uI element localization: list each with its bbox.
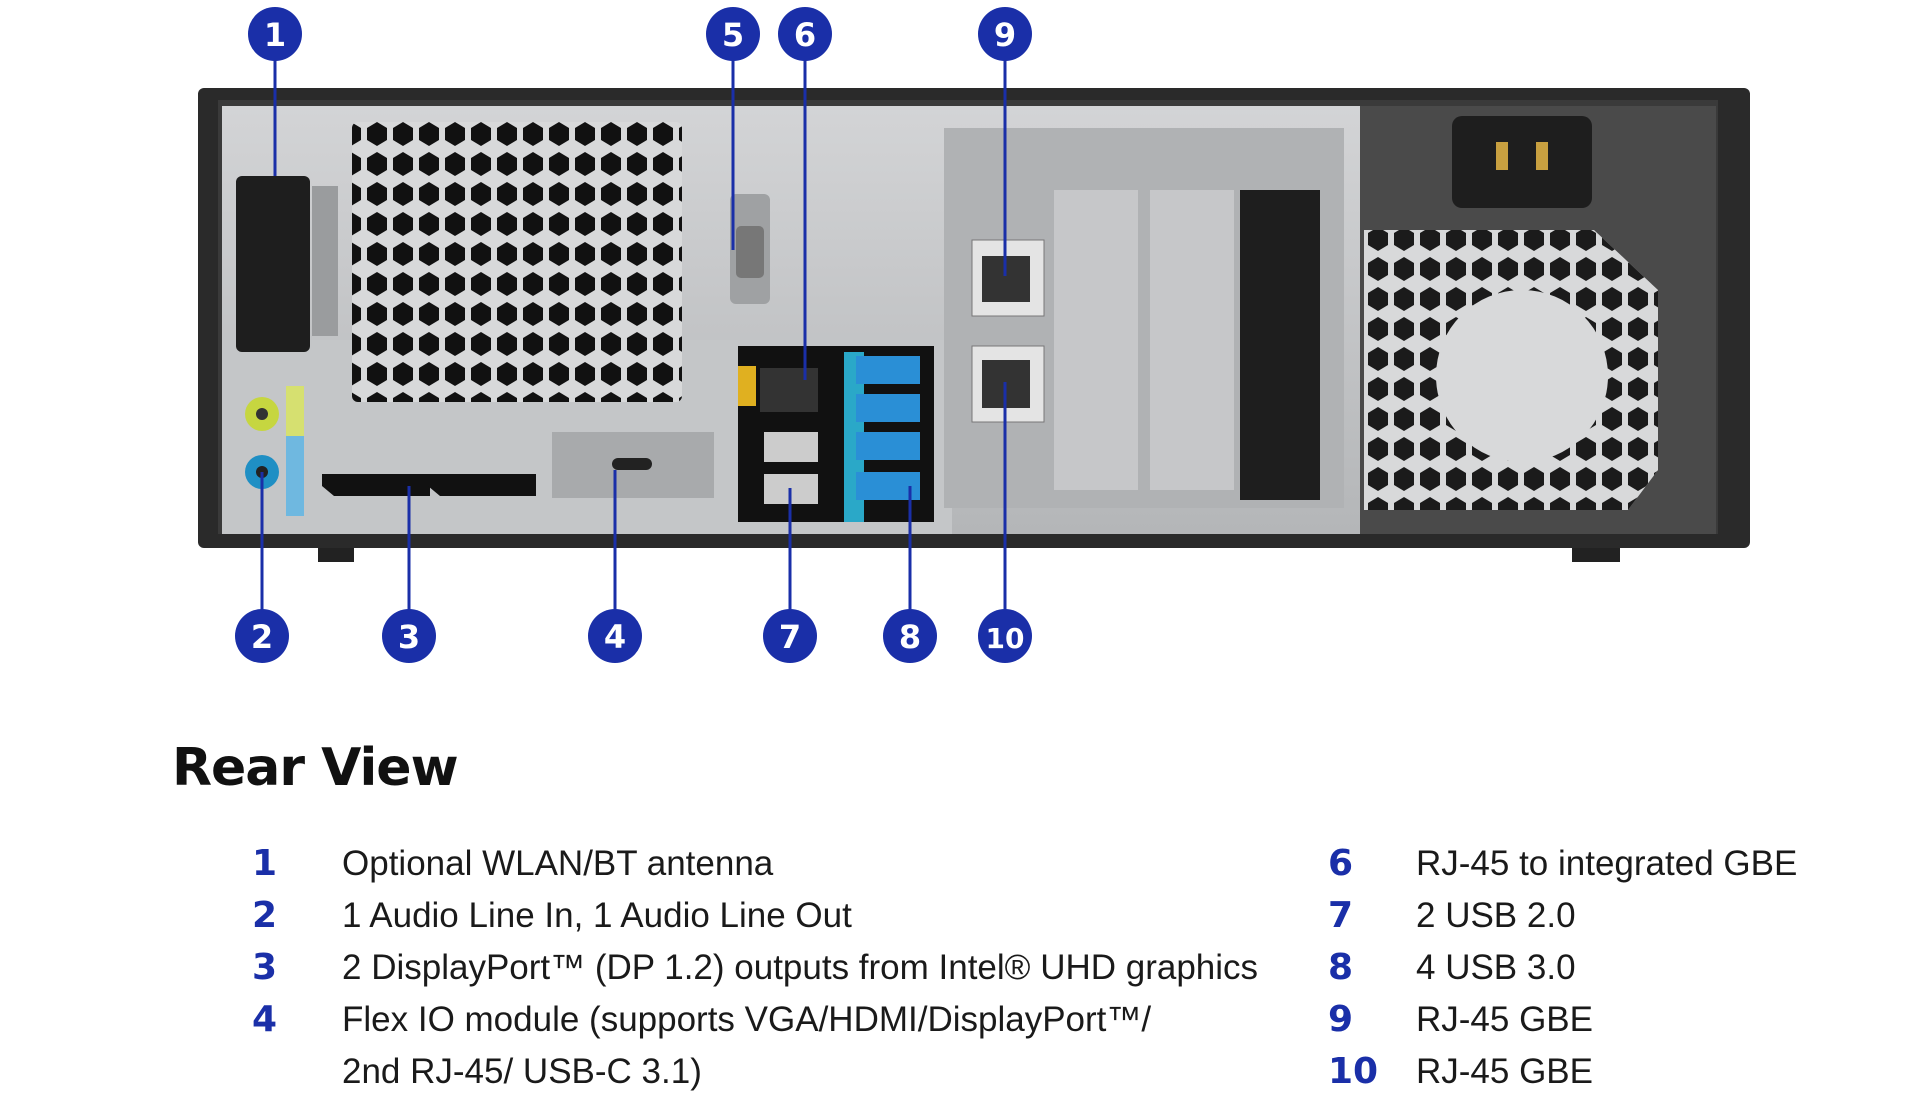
legend-item: 8 4 USB 3.0 bbox=[1328, 942, 1797, 994]
legend-text: 1 Audio Line In, 1 Audio Line Out bbox=[342, 896, 852, 935]
legend-text: RJ-45 to integrated GBE bbox=[1416, 844, 1798, 883]
audio-jacks bbox=[245, 386, 304, 516]
legend-item: 10 RJ-45 GBE bbox=[1328, 1046, 1797, 1098]
legend-item: 6 RJ-45 to integrated GBE bbox=[1328, 838, 1797, 890]
io-cluster bbox=[738, 346, 934, 522]
legend-text: 2 USB 2.0 bbox=[1416, 896, 1576, 935]
legend-left: 1 Optional WLAN/BT antenna 2 1 Audio Line … bbox=[252, 838, 1258, 1098]
legend-item: 1 Optional WLAN/BT antenna bbox=[252, 838, 1258, 890]
expansion-slots bbox=[944, 128, 1344, 508]
legend-item: 4 Flex IO module (supports VGA/HDMI/Displ… bbox=[252, 994, 1258, 1046]
callout-8: 8 bbox=[883, 609, 937, 663]
legend-text: 2 DisplayPort™ (DP 1.2) outputs from Int… bbox=[342, 948, 1259, 987]
legend-number: 1 bbox=[252, 843, 278, 884]
callout-2: 2 bbox=[235, 609, 289, 663]
flex-io-module bbox=[552, 432, 714, 498]
legend-number: 10 bbox=[1328, 1051, 1379, 1092]
legend-number: 4 bbox=[252, 999, 278, 1040]
legend-number: 7 bbox=[1328, 895, 1354, 936]
legend-number: 8 bbox=[1328, 947, 1354, 988]
legend-number: 2 bbox=[252, 895, 278, 936]
callout-6: 6 bbox=[778, 7, 832, 61]
legend-item: 3 2 DisplayPort™ (DP 1.2) outputs from In… bbox=[252, 942, 1258, 994]
callout-9-label: 9 bbox=[994, 16, 1016, 54]
legend-item: 2 1 Audio Line In, 1 Audio Line Out bbox=[252, 890, 1258, 942]
vent-grille bbox=[352, 122, 682, 402]
callout-1-label: 1 bbox=[264, 16, 286, 54]
callout-5-label: 5 bbox=[722, 16, 744, 54]
power-supply bbox=[1360, 106, 1716, 534]
legend-text: RJ-45 GBE bbox=[1416, 1000, 1593, 1039]
callout-3: 3 bbox=[382, 609, 436, 663]
callout-3-label: 3 bbox=[398, 618, 420, 656]
callout-4-label: 4 bbox=[604, 618, 626, 656]
callout-4: 4 bbox=[588, 609, 642, 663]
section-title: Rear View bbox=[172, 738, 459, 798]
legend-text: Optional WLAN/BT antenna bbox=[342, 844, 774, 883]
callout-10-label: 10 bbox=[986, 622, 1025, 655]
callout-7: 7 bbox=[763, 609, 817, 663]
wlan-antenna-connector bbox=[236, 176, 338, 352]
callout-6-label: 6 bbox=[794, 16, 816, 54]
legend-text: 4 USB 3.0 bbox=[1416, 948, 1576, 987]
callout-8-label: 8 bbox=[899, 618, 921, 656]
legend-text: Flex IO module (supports VGA/HDMI/Displa… bbox=[342, 1000, 1152, 1039]
displayport-outputs bbox=[322, 474, 536, 496]
serial-port bbox=[730, 194, 770, 304]
callout-leaders bbox=[260, 34, 1007, 632]
callout-5: 5 bbox=[706, 7, 760, 61]
legend-item: 9 RJ-45 GBE bbox=[1328, 994, 1797, 1046]
legend-item: 2nd RJ-45/ USB-C 3.1) bbox=[252, 1046, 1258, 1098]
callout-9: 9 bbox=[978, 7, 1032, 61]
legend-right: 6 RJ-45 to integrated GBE 7 2 USB 2.0 8 4 U… bbox=[1328, 838, 1797, 1098]
legend-number: 3 bbox=[252, 947, 278, 988]
legend-item: 7 2 USB 2.0 bbox=[1328, 890, 1797, 942]
callout-10: 10 bbox=[978, 609, 1032, 663]
callout-1: 1 bbox=[248, 7, 302, 61]
callout-2-label: 2 bbox=[251, 618, 273, 656]
legend-text: RJ-45 GBE bbox=[1416, 1052, 1593, 1091]
legend-number: 9 bbox=[1328, 999, 1354, 1040]
rear-view-diagram: 1 2 3 4 5 6 7 8 9 10 bbox=[198, 7, 1750, 663]
legend-number: 6 bbox=[1328, 843, 1354, 884]
legend-text: 2nd RJ-45/ USB-C 3.1) bbox=[342, 1052, 702, 1091]
callout-7-label: 7 bbox=[779, 618, 801, 656]
